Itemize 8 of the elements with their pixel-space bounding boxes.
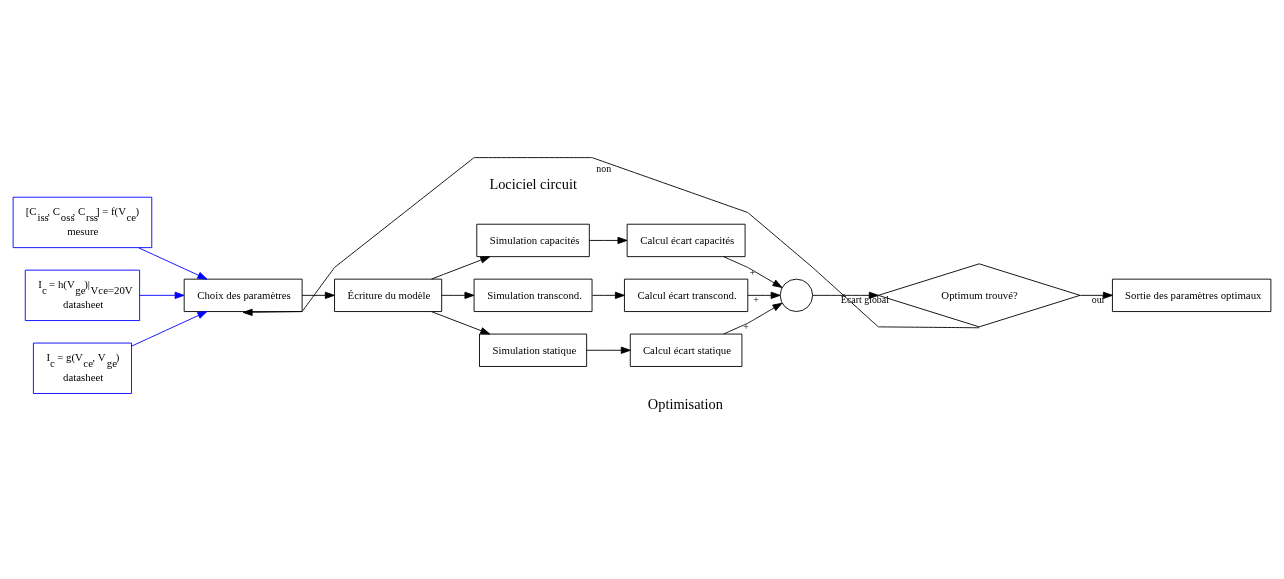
edge-label: Écart global [840, 294, 889, 306]
edge-label: oui [1091, 294, 1105, 306]
label: Optimisation [647, 395, 724, 412]
label: Lociciel circuit [489, 175, 577, 192]
edge-label: + [743, 321, 749, 333]
edge-label: + [749, 267, 756, 279]
edge-label: + [753, 294, 759, 306]
edge-label: non [596, 163, 612, 175]
